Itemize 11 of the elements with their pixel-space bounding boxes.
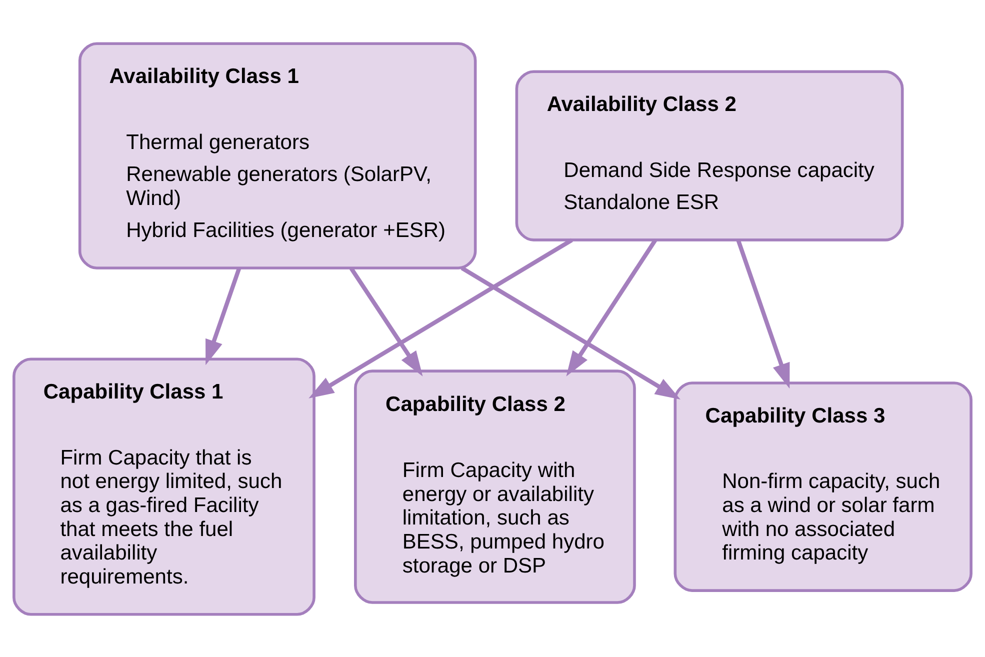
- node-box: Capability Class 3 Non-firm capacity, such as a wind or solar farm with no associated firming capacity: [674, 381, 972, 592]
- arrow: [566, 238, 658, 376]
- arrow: [736, 238, 790, 388]
- arrow: [460, 266, 680, 400]
- arrow: [206, 267, 242, 365]
- node-box: Capability Class 2 Firm Capacity with energy or availability limitation, such as BESS, pumped hydro storage or DSP: [354, 369, 636, 604]
- arrow: [349, 266, 423, 376]
- node-box: Availability Class 2 Demand Side Response capacity Standalone ESR: [515, 70, 904, 241]
- node-box: Capability Class 1 Firm Capacity that is not energy limited, such as a gas-fired Facility that meets the fuel availability requirements.: [12, 357, 316, 616]
- node-box: Availability Class 1 Thermal generators Renewable generators (SolarPV, Wind) Hybrid Facilities (generator +ESR): [78, 42, 477, 269]
- arrow: [308, 238, 573, 398]
